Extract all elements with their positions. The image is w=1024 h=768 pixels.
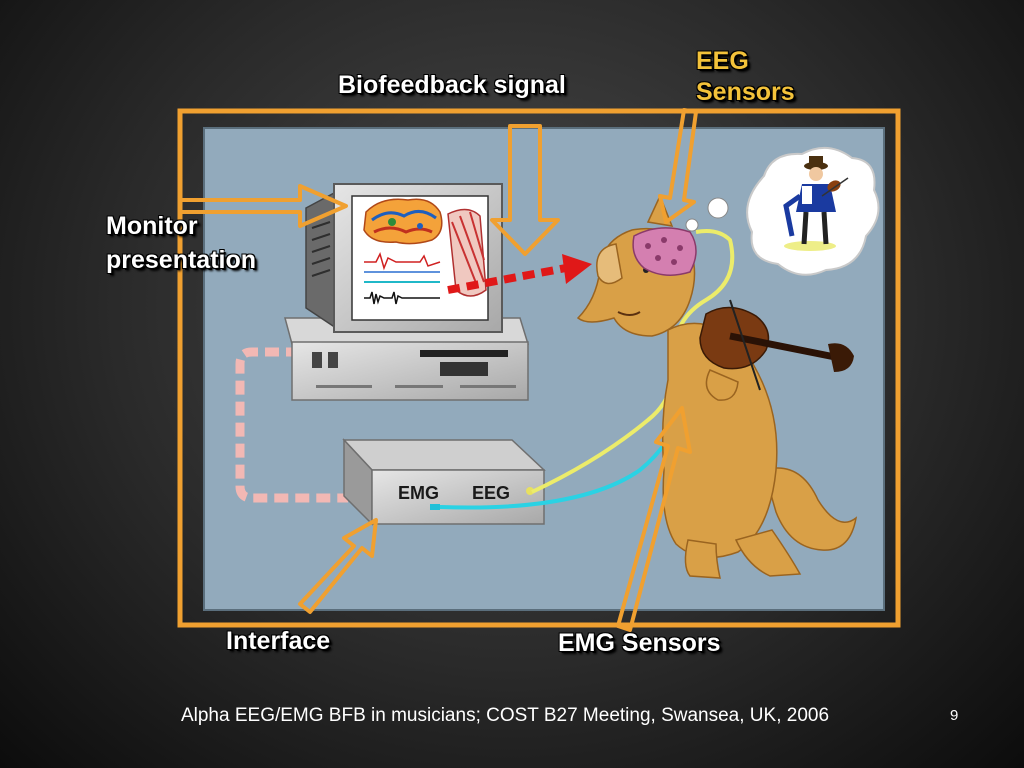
monitor-presentation-label: Monitor presentation: [106, 210, 256, 278]
monitor-label-line1: Monitor: [106, 212, 198, 240]
interface-eeg-label: EEG: [472, 483, 510, 503]
system-frame: [177, 108, 901, 628]
dog-paw-bow: [705, 369, 739, 401]
interface-cable: [235, 347, 348, 503]
biofeedback-signal-arrow: [490, 124, 560, 256]
monitor-screen-content: [363, 198, 487, 305]
footer-caption: Alpha EEG/EMG BFB in musicians; COST B27…: [180, 705, 830, 726]
interface-emg-label: EMG: [398, 483, 439, 503]
monitor-label-line2: presentation: [106, 245, 257, 274]
eeg-sensor-cap: [632, 227, 697, 276]
emg-sensors-arrow: [616, 406, 692, 632]
muscle-illustration-icon: [447, 208, 487, 297]
violinist-icon: [783, 156, 849, 245]
dog-leg-right: [734, 529, 802, 577]
interface-arrow: [298, 518, 378, 614]
monitor-presentation-arrow: [178, 184, 348, 228]
interface-box: EMG EEG: [342, 438, 546, 526]
eeg-sensors-label: EEG Sensors: [696, 46, 795, 109]
violin-icon: [699, 299, 854, 391]
emg-sensors-label: EMG Sensors: [558, 629, 721, 657]
page-number: 9: [950, 707, 959, 724]
brain-map-icon: [363, 198, 443, 245]
dog-tail: [763, 467, 858, 551]
signal-trace-red: [364, 251, 441, 271]
feedback-arrow: [447, 254, 592, 294]
eeg-sensors-arrow: [658, 108, 698, 224]
interface-label: Interface: [226, 627, 331, 655]
eeg-sensors-label-line1: EEG: [696, 47, 749, 75]
dog-violinist: [576, 194, 858, 579]
thought-bubble: [685, 147, 880, 276]
dog-leg-left: [684, 539, 721, 579]
eeg-sensors-label-line2: Sensors: [696, 78, 795, 107]
dog-ear-left: [596, 243, 623, 285]
biofeedback-signal-label: Biofeedback signal: [338, 71, 566, 99]
signal-trace-black: [364, 291, 440, 305]
